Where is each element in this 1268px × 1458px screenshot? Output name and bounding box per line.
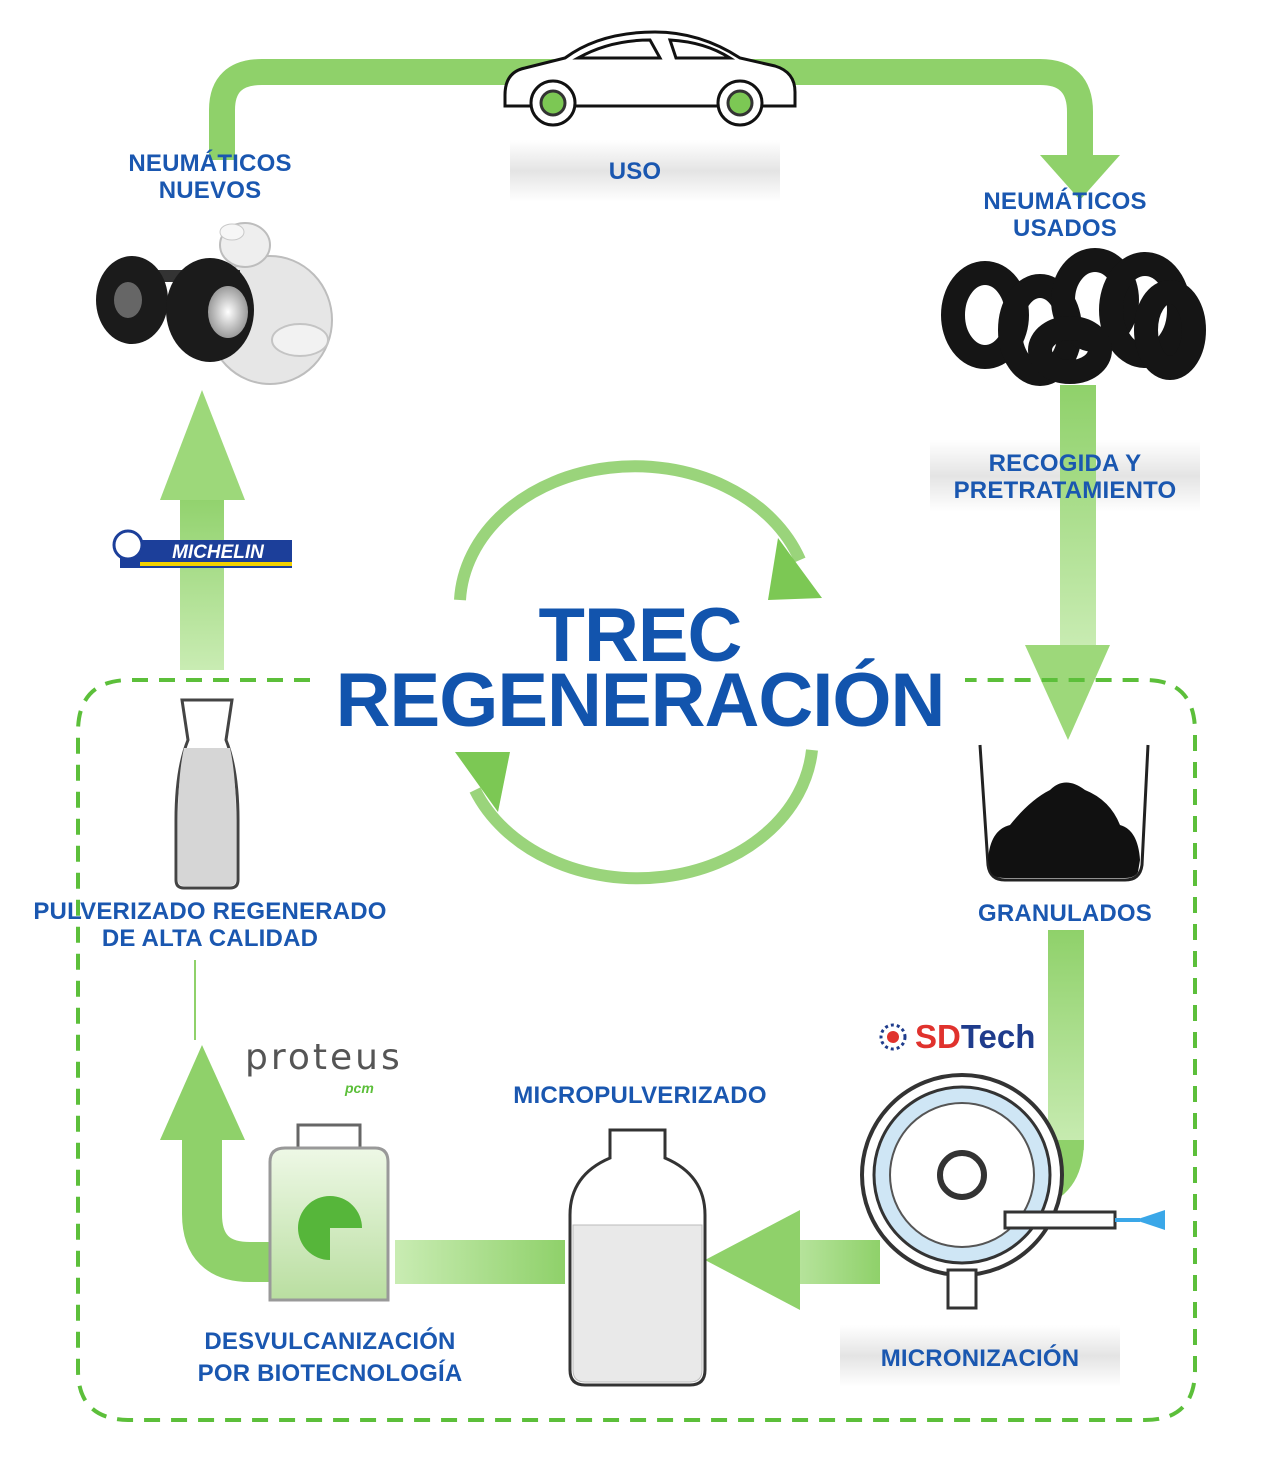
bottom-left-curve [182, 1135, 280, 1282]
cycle-arrow-bottom [469, 749, 818, 885]
label-micronizacion: MICRONIZACIÓN [880, 1345, 1080, 1372]
michelin-logo-text: MICHELIN [172, 542, 264, 563]
label-neumaticos-nuevos-1: NEUMÁTICOS [128, 150, 292, 177]
proteus-logo-text: proteus [245, 1037, 403, 1078]
sdtech-logo-sd: SD [915, 1018, 961, 1055]
right-down-arrowhead [1025, 645, 1110, 740]
label-pulverizado-2: DE ALTA CALIDAD [101, 925, 319, 952]
tire-stack-icon [941, 248, 1206, 386]
bottle-icon [568, 1128, 707, 1387]
cycle-arrow-top [454, 460, 806, 601]
label-neumaticos-nuevos-2: NUEVOS [158, 177, 262, 204]
micronizer-icon [860, 1073, 1165, 1310]
diagram-title-line1: TREC [538, 593, 743, 678]
label-recogida-2: PRETRATAMIENTO [953, 477, 1177, 504]
top-track-arrowhead [1040, 155, 1120, 200]
michelin-logo-icon [112, 529, 292, 568]
label-neumaticos-usados-1: NEUMÁTICOS [983, 188, 1147, 215]
michelin-man-icon [96, 222, 333, 385]
diagram-title-line2: REGENERACIÓN [335, 658, 946, 743]
label-neumaticos-usados-2: USADOS [1013, 215, 1117, 242]
granules-beaker-icon [978, 744, 1150, 882]
label-uso: USO [608, 158, 662, 185]
label-micropulverizado: MICROPULVERIZADO [513, 1082, 767, 1109]
label-recogida-1: RECOGIDA Y [988, 450, 1142, 477]
label-granulados: GRANULADOS [978, 900, 1152, 927]
label-pulverizado-1: PULVERIZADO REGENERADO [33, 898, 387, 925]
carafe-icon [174, 698, 240, 890]
sdtech-logo: SDTech [915, 1017, 1045, 1057]
right-down-track-2 [1048, 930, 1084, 1150]
bottom-track-2 [395, 1240, 565, 1284]
bottom-arrowhead-1 [705, 1210, 800, 1310]
cycle-arrowhead-top [768, 538, 822, 600]
sdtech-logo-tech: Tech [960, 1018, 1036, 1055]
micronizacion-band [840, 1325, 1120, 1387]
cycle-arrowhead-bottom [455, 752, 510, 812]
label-desvulcanizacion-1: DESVULCANIZACIÓN [204, 1328, 456, 1355]
car-icon [503, 30, 797, 127]
sdtech-logo-mark-icon [879, 1023, 907, 1051]
left-up-track [180, 490, 224, 670]
left-up-arrowhead-2 [160, 390, 245, 500]
proteus-jar-icon [268, 1123, 390, 1302]
left-up-arrowhead-1 [160, 1045, 245, 1140]
proteus-logo-sub: pcm [345, 1080, 374, 1096]
right-down-track [1060, 385, 1096, 650]
dashed-process-boundary [76, 678, 1197, 1422]
label-desvulcanizacion-2: POR BIOTECNOLOGÍA [197, 1360, 463, 1387]
uso-band [510, 140, 780, 202]
